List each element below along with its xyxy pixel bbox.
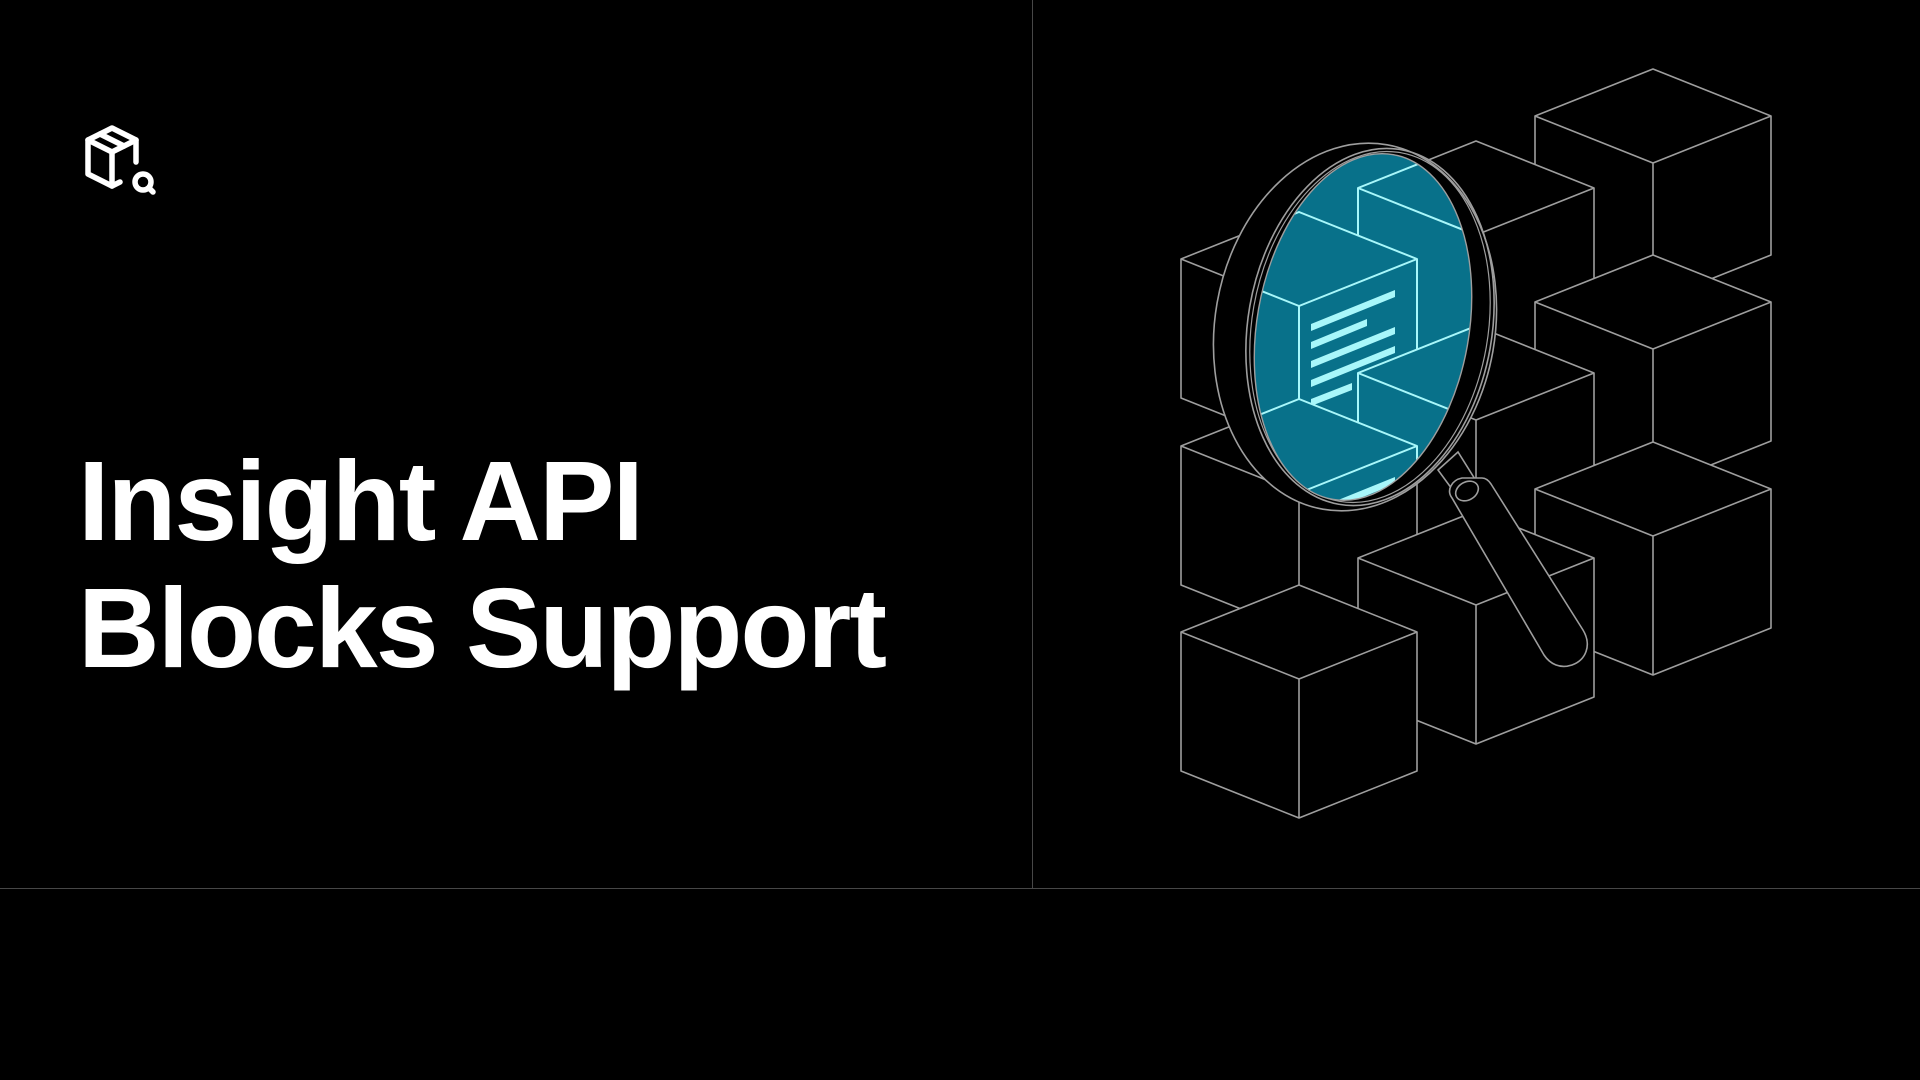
- package-search-icon: [85, 125, 156, 195]
- page-title: Insight API Blocks Support: [78, 438, 887, 692]
- lens-edge: [1253, 152, 1473, 502]
- title-line-1: Insight API: [78, 438, 644, 564]
- hero-banner: Insight API Blocks Support: [78, 0, 1772, 888]
- blocks-magnifier-illustration: [1180, 68, 1772, 819]
- title-line-2: Blocks Support: [78, 565, 887, 691]
- horizontal-divider: [0, 888, 1920, 889]
- footer-area: [0, 889, 1920, 1080]
- vertical-divider: [1032, 0, 1033, 888]
- magnifier-handle: [1436, 450, 1588, 668]
